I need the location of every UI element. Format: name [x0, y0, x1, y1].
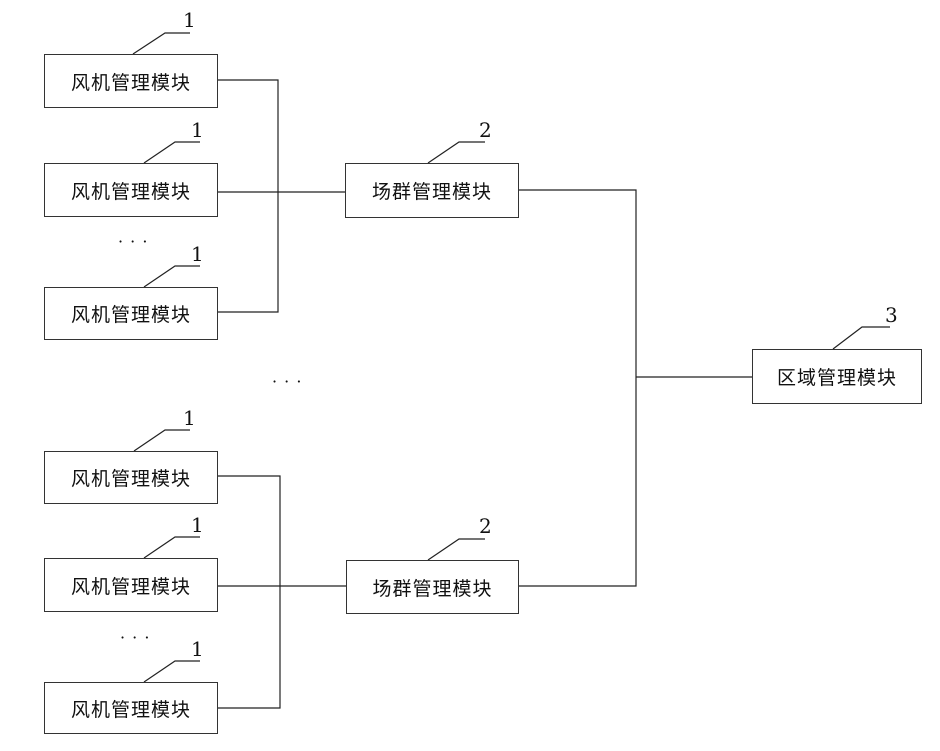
leader-line [134, 430, 190, 451]
leader-line [144, 537, 200, 558]
turbine-module-label: 风机管理模块 [71, 572, 191, 599]
leader-line [428, 539, 485, 560]
farm-module-box: 场群管理模块 [345, 163, 519, 218]
turbine-module-box: 风机管理模块 [44, 451, 218, 504]
turbine-module-label: 风机管理模块 [71, 464, 191, 491]
ellipsis: · · · [120, 630, 150, 646]
ref-number: 3 [885, 305, 898, 325]
farm-module-label: 场群管理模块 [372, 177, 492, 204]
turbine-module-box: 风机管理模块 [44, 54, 218, 108]
ellipsis: · · · [118, 234, 148, 250]
ref-number: 1 [191, 120, 204, 140]
connector-farm-region [519, 190, 636, 586]
ref-number: 1 [191, 244, 204, 264]
connector-a-top [218, 80, 278, 312]
ellipsis: · · · [272, 374, 302, 390]
farm-module-box: 场群管理模块 [346, 560, 519, 614]
farm-module-label: 场群管理模块 [372, 574, 492, 601]
leader-line [133, 33, 190, 54]
turbine-module-label: 风机管理模块 [71, 300, 191, 327]
ref-number: 2 [479, 120, 492, 140]
leader-line [428, 142, 485, 163]
turbine-module-box: 风机管理模块 [44, 558, 218, 612]
ref-number: 2 [479, 516, 492, 536]
ref-number: 1 [183, 408, 196, 428]
connector-b-top [218, 476, 280, 708]
region-module-box: 区域管理模块 [752, 349, 922, 404]
leader-line [833, 327, 890, 349]
region-module-label: 区域管理模块 [777, 363, 897, 390]
ref-number: 1 [191, 639, 204, 659]
turbine-module-label: 风机管理模块 [71, 177, 191, 204]
ref-number: 1 [191, 515, 204, 535]
leader-line [144, 661, 200, 682]
leader-line [144, 142, 200, 163]
turbine-module-box: 风机管理模块 [44, 287, 218, 340]
turbine-module-box: 风机管理模块 [44, 163, 218, 217]
turbine-module-box: 风机管理模块 [44, 682, 218, 734]
turbine-module-label: 风机管理模块 [71, 68, 191, 95]
ref-number: 1 [183, 10, 196, 30]
turbine-module-label: 风机管理模块 [71, 695, 191, 722]
leader-line [144, 266, 200, 287]
